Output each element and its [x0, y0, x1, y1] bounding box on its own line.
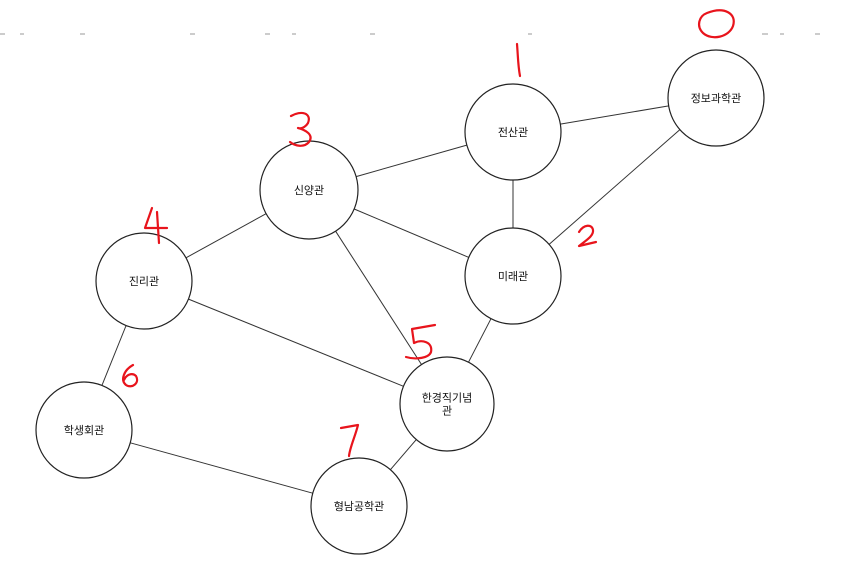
edge-mirae-hangyeong	[468, 318, 492, 363]
node-label: 관	[442, 405, 452, 418]
annotations	[122, 9, 735, 458]
node-label: 정보과학관	[691, 92, 742, 105]
node-circle	[399, 356, 495, 452]
node-sinyang: 신양관	[259, 140, 359, 240]
node-label: 한경직기념	[422, 392, 473, 405]
annotation-number-4	[143, 206, 169, 245]
node-label: 형남공학관	[334, 500, 385, 513]
node-mirae: 미래관	[464, 227, 562, 325]
edge-sinyang-hangyeong	[335, 230, 422, 365]
edge-jinri-haksaeng	[101, 325, 127, 386]
edge-jinri-hangyeong	[188, 298, 404, 387]
edges	[101, 105, 681, 494]
node-jinri: 진리관	[95, 232, 193, 330]
node-label: 미래관	[498, 270, 528, 283]
edge-sinyang-jinri	[185, 213, 267, 259]
node-jeonsan: 전산관	[464, 83, 562, 181]
annotation-number-0	[697, 9, 735, 39]
edge-hangyeong-hyeongnam	[390, 439, 417, 471]
node-label: 진리관	[129, 275, 159, 288]
node-label: 학생회관	[64, 424, 104, 437]
annotation-number-3	[288, 111, 312, 147]
node-jeongbo: 정보과학관	[667, 49, 765, 147]
node-label: 전산관	[498, 126, 528, 139]
edge-haksaeng-hyeongnam	[130, 442, 313, 494]
annotation-number-6	[122, 363, 139, 388]
annotation-number-2	[577, 224, 598, 248]
annotation-number-1	[515, 42, 522, 78]
node-circle	[95, 232, 193, 330]
node-circle	[464, 227, 562, 325]
node-hyeongnam: 형남공학관	[310, 457, 408, 555]
node-circle	[35, 381, 133, 479]
node-haksaeng: 학생회관	[35, 381, 133, 479]
node-circle	[667, 49, 765, 147]
edge-sinyang-mirae	[354, 208, 469, 258]
node-label: 신양관	[294, 184, 324, 197]
annotation-number-7	[339, 423, 360, 458]
annotation-number-5	[404, 323, 437, 360]
node-circle	[464, 83, 562, 181]
edge-jeonsan-sinyang	[355, 144, 467, 178]
node-circle	[310, 457, 408, 555]
edge-jeonsan-jeongbo	[560, 105, 669, 125]
edge-jeongbo-mirae	[548, 129, 681, 245]
